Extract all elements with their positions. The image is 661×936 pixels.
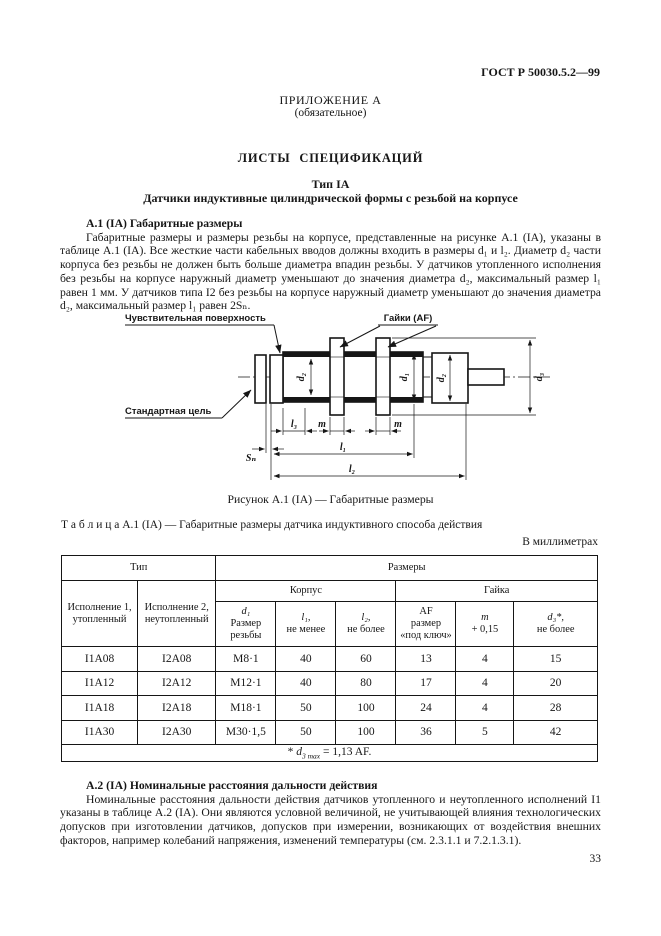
section-a1-paragraph: Габаритные размеры и размеры резьбы на к… bbox=[60, 230, 601, 313]
figure-caption: Рисунок А.1 (IA) — Габаритные размеры bbox=[227, 493, 434, 506]
appendix-subtitle: (обязательное) bbox=[294, 107, 367, 119]
appendix-title: ПРИЛОЖЕНИЕ А bbox=[279, 93, 382, 107]
leader-nut-1 bbox=[339, 325, 381, 348]
col-header-af: AF размер «под ключ» bbox=[395, 601, 457, 647]
cell: М8·1 bbox=[215, 646, 277, 672]
cell: М12·1 bbox=[215, 670, 277, 696]
label-standard-target: Стандартная цель bbox=[125, 406, 212, 417]
section-a2-paragraph: Номинальные расстояния дальности действи… bbox=[60, 792, 601, 847]
table-row: I1A12 I2A12 М12·1 40 80 17 4 20 bbox=[60, 670, 598, 696]
dimensions-table: Тип Размеры Исполнение 1, утопленный Исп… bbox=[60, 555, 598, 763]
table-label: Т а б л и ц а А.1 (IA) — Габаритные разм… bbox=[61, 519, 483, 531]
table-footnote-row: * d3 max = 1,13 AF. bbox=[61, 743, 598, 763]
sensing-face-section bbox=[269, 354, 284, 404]
col-header-nut-group: Гайка bbox=[395, 580, 598, 602]
table-row: I1A30 I2A30 М30·1,5 50 100 36 5 42 bbox=[60, 719, 598, 745]
cell: 80 bbox=[335, 670, 397, 696]
cell: I2A30 bbox=[137, 719, 217, 745]
dim-label-l3: l₃ bbox=[291, 419, 297, 430]
target-plate bbox=[254, 354, 267, 404]
thread-band-top bbox=[283, 352, 423, 357]
table-footnote: * d3 max = 1,13 AF. bbox=[61, 743, 598, 763]
section-a2: А.2 (IA) Номинальные расстояния дальност… bbox=[60, 779, 601, 848]
nut-2 bbox=[375, 337, 391, 416]
cell: 100 bbox=[335, 719, 397, 745]
cell: 60 bbox=[335, 646, 397, 672]
nut-thread-ticks bbox=[330, 356, 390, 398]
footnote-var: d bbox=[296, 746, 302, 758]
cell: 40 bbox=[275, 670, 337, 696]
leader-standard-target bbox=[221, 389, 252, 419]
cable-stub bbox=[467, 368, 505, 386]
col-header-sizes: Размеры bbox=[215, 555, 598, 581]
col-header-type: Тип bbox=[60, 555, 217, 581]
cell: I1A30 bbox=[60, 719, 139, 745]
section-a2-heading: А.2 (IA) Номинальные расстояния дальност… bbox=[86, 779, 378, 792]
table-row: I1A18 I2A18 М18·1 50 100 24 4 28 bbox=[60, 695, 598, 721]
col-header-l1: l₁, не менее bbox=[275, 601, 337, 647]
cell: 28 bbox=[513, 695, 598, 721]
col-header-exec2: Исполнение 2, неутопленный bbox=[137, 580, 217, 647]
footnote-sub: 3 max bbox=[301, 751, 321, 761]
cell: 5 bbox=[455, 719, 515, 745]
page-number: 33 bbox=[589, 853, 602, 865]
footnote-rest: = 1,13 AF. bbox=[320, 746, 372, 758]
dim-label-m2: m bbox=[394, 419, 402, 430]
table-row: I1A08 I2A08 М8·1 40 60 13 4 15 bbox=[60, 646, 598, 672]
cell: 42 bbox=[513, 719, 598, 745]
cell: 20 bbox=[513, 670, 598, 696]
col-header-body-group: Корпус bbox=[215, 580, 397, 602]
footnote-star: * bbox=[287, 746, 297, 758]
cell: 4 bbox=[455, 670, 515, 696]
type-heading: Тип IA bbox=[311, 177, 350, 191]
cell: 15 bbox=[513, 646, 598, 672]
cell: I1A12 bbox=[60, 670, 139, 696]
dim-label-d1: d₁ bbox=[399, 373, 410, 382]
leader-sensitive-surface bbox=[273, 324, 282, 354]
cell: I2A08 bbox=[137, 646, 217, 672]
nut-1 bbox=[329, 337, 345, 416]
col-header-l2: l₂, не более bbox=[335, 601, 397, 647]
table-units-note: В миллиметрах bbox=[522, 536, 598, 548]
label-sensitive-surface: Чувствительная поверхность bbox=[125, 313, 266, 324]
spec-sheets-heading: ЛИСТЫ СПЕЦИФИКАЦИЙ bbox=[237, 151, 424, 165]
cell: 40 bbox=[275, 646, 337, 672]
extension-lines bbox=[265, 404, 467, 480]
leader-nut-2 bbox=[387, 325, 437, 348]
thread-band-bottom bbox=[283, 397, 423, 402]
dim-label-l1: l₁ bbox=[340, 442, 346, 453]
section-a1-heading: А.1 (IA) Габаритные размеры bbox=[86, 217, 243, 230]
dim-label-l2: l₂ bbox=[349, 464, 355, 475]
cell: I1A08 bbox=[60, 646, 139, 672]
dim-label-d2-left: d₂ bbox=[296, 373, 307, 382]
cell: 24 bbox=[395, 695, 457, 721]
cell: 50 bbox=[275, 695, 337, 721]
dim-label-d2-right: d₂ bbox=[436, 374, 447, 383]
dim-label-sn: Sₙ bbox=[246, 453, 257, 464]
col-header-d1: d₁ Размер резьбы bbox=[215, 601, 277, 647]
cell: 4 bbox=[455, 695, 515, 721]
doc-code: ГОСТ Р 50030.5.2—99 bbox=[481, 65, 600, 79]
cell: 13 bbox=[395, 646, 457, 672]
cell: I1A18 bbox=[60, 695, 139, 721]
cell: 4 bbox=[455, 646, 515, 672]
dim-label-d3: d₃ bbox=[534, 373, 545, 382]
cell: 100 bbox=[335, 695, 397, 721]
cell: I2A12 bbox=[137, 670, 217, 696]
label-nuts: Гайки (AF) bbox=[384, 313, 433, 324]
cell: М30·1,5 bbox=[215, 719, 277, 745]
cell: I2A18 bbox=[137, 695, 217, 721]
section-a1: А.1 (IA) Габаритные размеры Габаритные р… bbox=[60, 217, 601, 313]
figure-drawing: d₂ d₁ d₂ d₃ Sₙ l₃ m m l₁ l₂ Чувствительн… bbox=[125, 313, 550, 480]
cell: 17 bbox=[395, 670, 457, 696]
cell: 50 bbox=[275, 719, 337, 745]
col-header-exec1: Исполнение 1, утопленный bbox=[60, 580, 139, 647]
col-header-m: m + 0,15 bbox=[455, 601, 515, 647]
cell: М18·1 bbox=[215, 695, 277, 721]
col-header-d3: d₃*, не более bbox=[513, 601, 598, 647]
dim-label-m1: m bbox=[318, 419, 326, 430]
cell: 36 bbox=[395, 719, 457, 745]
type-subheading: Датчики индуктивные цилиндрической формы… bbox=[143, 191, 518, 205]
